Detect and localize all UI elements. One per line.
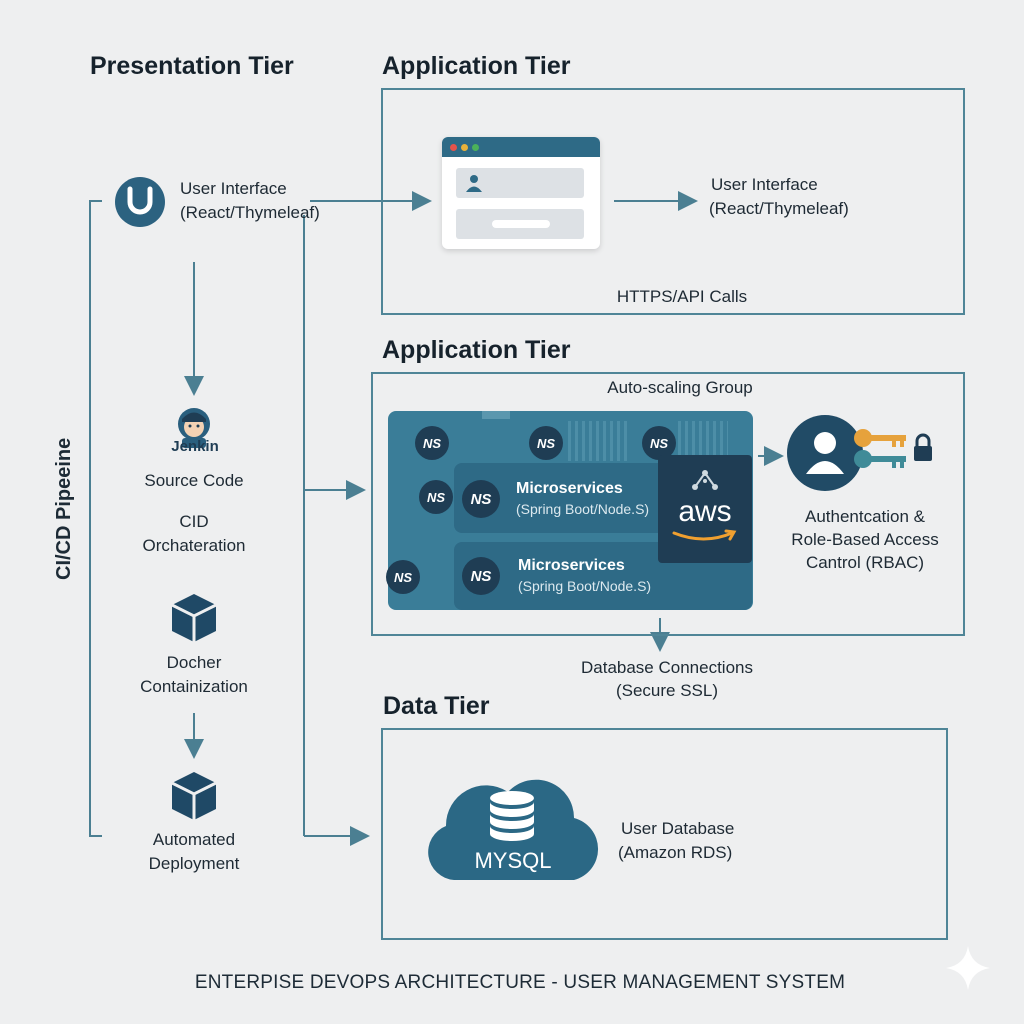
step-docker: Docher xyxy=(166,653,222,672)
autoscaling-group-label: Auto-scaling Group xyxy=(607,378,753,397)
presentation-ui-sublabel: (React/Thymeleaf) xyxy=(180,203,320,222)
app-top-ui-label: User Interface xyxy=(711,175,818,194)
deployment-cube-icon xyxy=(171,772,217,820)
aws-logo-text: aws xyxy=(678,495,732,528)
user-icon xyxy=(466,175,482,192)
cicd-pipeline-label: CI/CD Pipeeine xyxy=(53,437,75,580)
docker-cube-icon xyxy=(171,594,217,642)
browser-button-field xyxy=(456,209,584,239)
microservice-2-subtitle: (Spring Boot/Node.S) xyxy=(518,578,652,594)
step-cid: CID xyxy=(179,512,209,531)
app-top-ui-sublabel: (React/Thymeleaf) xyxy=(709,199,849,218)
microservice-1-subtitle: (Spring Boot/Node.S) xyxy=(516,501,650,517)
browser-user-field xyxy=(456,168,584,198)
amazon-rds-label: (Amazon RDS) xyxy=(618,843,733,862)
app-tier-main-box xyxy=(371,372,965,636)
app-tier-top-box xyxy=(381,88,965,315)
microservice-2-title: Microservices xyxy=(518,557,625,574)
data-tier-box xyxy=(381,728,948,940)
step-source-code: Source Code xyxy=(144,471,244,490)
key-icon xyxy=(854,450,906,468)
presentation-tier-title: Presentation Tier xyxy=(90,52,294,80)
ns-badge: NS xyxy=(642,426,676,460)
aws-smile-icon xyxy=(672,529,737,541)
user-auth-icon xyxy=(787,415,932,491)
mysql-cloud-icon xyxy=(428,779,599,880)
secure-ssl-label: (Secure SSL) xyxy=(615,681,719,700)
jenkins-icon xyxy=(178,408,210,448)
ns-badge: NS xyxy=(386,560,420,594)
ns-badge: NS xyxy=(415,426,449,460)
step-automated: Automated xyxy=(152,830,236,849)
ns-badge: NS xyxy=(419,480,453,514)
aws-node-icon xyxy=(692,470,718,490)
data-tier-title: Data Tier xyxy=(383,692,490,720)
db-connections-label: Database Connections xyxy=(580,658,753,677)
user-database-label: User Database xyxy=(621,819,735,838)
step-orchestration: Orchateration xyxy=(142,536,246,555)
lock-icon xyxy=(914,433,932,461)
mysql-logo-text: MYSQL xyxy=(474,848,552,873)
user-interface-icon xyxy=(115,177,165,227)
step-deployment: Deployment xyxy=(148,854,240,873)
key-icon xyxy=(854,429,906,447)
ns-badge: NS xyxy=(529,426,563,460)
jenkins-logo-text: Jenkin xyxy=(171,438,219,455)
footer-caption: ENTERPISE DEVOPS ARCHITECTURE - USER MAN… xyxy=(194,972,846,993)
sparkle-icon xyxy=(946,946,990,990)
browser-window xyxy=(442,137,600,249)
app-tier-main-title: Application Tier xyxy=(382,336,571,364)
auth-label-1: Authentcation & xyxy=(804,507,926,526)
aws-logo-box: aws xyxy=(658,455,752,563)
step-containerization: Containization xyxy=(140,677,248,696)
auth-label-2: Role-Based Access xyxy=(791,530,939,549)
https-api-calls-label: HTTPS/API Calls xyxy=(616,287,748,306)
ns-badge: NS xyxy=(462,480,500,518)
presentation-ui-label: User Interface xyxy=(180,179,287,198)
ns-badge: NS xyxy=(462,557,500,595)
auth-label-3: Cantrol (RBAC) xyxy=(805,553,925,572)
app-tier-top-title: Application Tier xyxy=(382,52,571,80)
microservice-1-title: Microservices xyxy=(516,480,623,497)
